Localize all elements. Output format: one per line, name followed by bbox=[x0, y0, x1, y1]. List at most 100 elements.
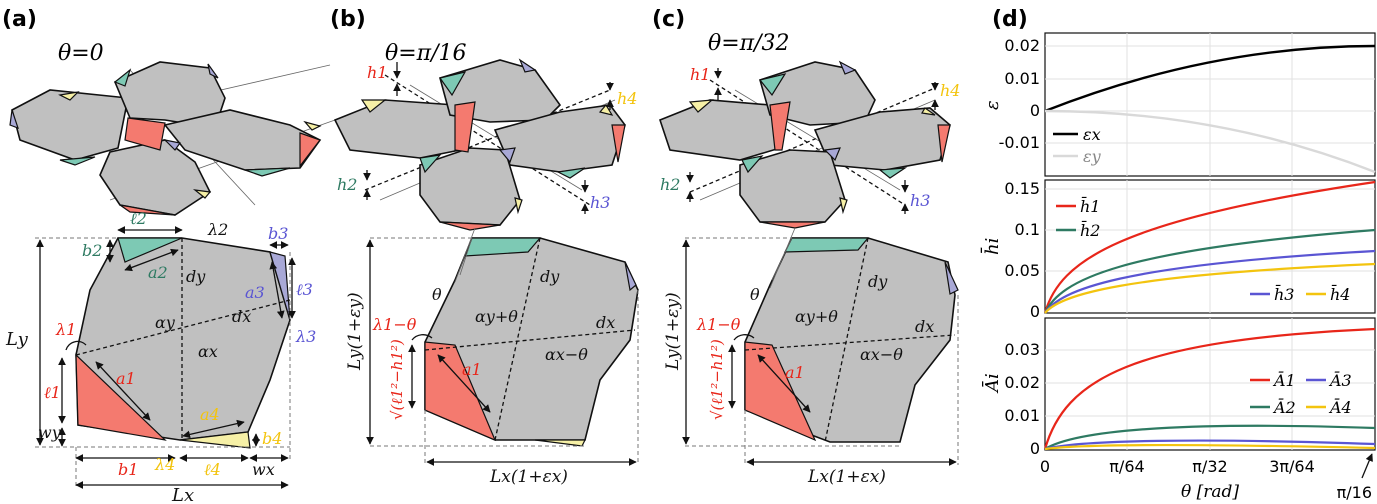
plot-epsilon: 0.02 0.01 0 -0.01 ε εx εy bbox=[982, 32, 1376, 177]
xlabel: θ [rad] bbox=[1181, 482, 1239, 502]
curve-A4 bbox=[1044, 444, 1376, 451]
ylabel-mid: h̄i bbox=[979, 238, 1003, 255]
ylabel-top: ε bbox=[982, 100, 1003, 110]
ytick-bot-3: 0 bbox=[1030, 439, 1040, 458]
curve-h2 bbox=[1043, 228, 1376, 314]
xtick-4: π/16 bbox=[1337, 483, 1372, 502]
ytick-top-0: 0.02 bbox=[1004, 36, 1040, 55]
curve-eps-x bbox=[1044, 44, 1376, 113]
label-b-h1: h1 bbox=[367, 63, 387, 82]
label-c-theta: θ bbox=[750, 285, 760, 304]
label-c-sqrt: √(ℓ1²−h1²) bbox=[708, 339, 726, 420]
legend-h4: h̄4 bbox=[1330, 283, 1350, 304]
xtick-3: 3π/64 bbox=[1269, 457, 1315, 476]
ytick-bot-2: 0.01 bbox=[1004, 406, 1040, 425]
label-b-lambda1-theta: λ1−θ bbox=[372, 315, 417, 334]
label-l2: ℓ2 bbox=[130, 209, 147, 228]
label-lambda4: λ4 bbox=[154, 455, 175, 474]
ytick-top-1: 0.01 bbox=[1004, 69, 1040, 88]
label-c-h4: h4 bbox=[940, 81, 960, 100]
label-b4: b4 bbox=[262, 429, 282, 448]
label-b-h3: h3 bbox=[590, 193, 610, 212]
label-c-lambda1-theta: λ1−θ bbox=[696, 315, 741, 334]
label-wx: wx bbox=[252, 460, 275, 479]
xtick-2: π/32 bbox=[1192, 457, 1227, 476]
curve-A1 bbox=[1043, 327, 1376, 450]
ytick-mid-2: 0.05 bbox=[1004, 261, 1040, 280]
label-Ly: Ly bbox=[5, 329, 29, 350]
label-c-h3: h3 bbox=[910, 191, 930, 210]
label-c-h2: h2 bbox=[660, 175, 680, 194]
label-l3: ℓ3 bbox=[296, 280, 313, 299]
label-b-a1: a1 bbox=[462, 360, 482, 379]
curve-A3 bbox=[1044, 439, 1376, 451]
label-c-Ly-eps: Ly(1+εy) bbox=[663, 292, 683, 371]
label-b-alpha-y-theta: αy+θ bbox=[475, 307, 518, 326]
label-Lx: Lx bbox=[171, 485, 194, 504]
panel-c-tag: (c) bbox=[652, 7, 685, 32]
legend-A1: Ā1 bbox=[1272, 370, 1296, 390]
panel-d: (d) 0.02 0.01 0 -0.01 ε εx εy bbox=[979, 7, 1376, 502]
label-b-h4: h4 bbox=[617, 89, 637, 108]
panel-a: (a) θ=0 bbox=[2, 7, 336, 504]
label-c-dy: dy bbox=[868, 272, 888, 291]
label-b-sqrt: √(ℓ1²−h1²) bbox=[388, 339, 406, 420]
label-b-dx: dx bbox=[596, 313, 615, 332]
label-alpha-x: αx bbox=[198, 342, 218, 361]
panel-b: (b) θ=π/16 bbox=[330, 7, 639, 487]
label-b3: b3 bbox=[268, 224, 288, 243]
xtick-0: 0 bbox=[1040, 457, 1050, 476]
panel-c-theta: θ=π/32 bbox=[708, 31, 790, 56]
label-a2: a2 bbox=[148, 263, 168, 282]
tiling-b bbox=[333, 58, 626, 231]
label-lambda3: λ3 bbox=[295, 327, 316, 346]
label-lambda1: λ1 bbox=[55, 320, 76, 339]
curve-h1 bbox=[1043, 180, 1376, 314]
plot-A: 0.03 0.02 0.01 0 Āi Ā1 Ā3 Ā2 Ā4 bbox=[980, 317, 1376, 458]
label-dy: dy bbox=[186, 267, 206, 286]
legend-h3: h̄3 bbox=[1274, 283, 1294, 304]
legend-eps-y: εy bbox=[1083, 147, 1102, 166]
ylabel-bot: Āi bbox=[980, 373, 1003, 394]
xtick-1: π/64 bbox=[1109, 457, 1144, 476]
ytick-mid-1: 0.1 bbox=[1015, 220, 1040, 239]
ytick-bot-1: 0.02 bbox=[1004, 373, 1040, 392]
label-c-h1: h1 bbox=[690, 65, 710, 84]
tile-a-main bbox=[35, 226, 296, 489]
legend-A2: Ā2 bbox=[1272, 397, 1296, 417]
legend-A4: Ā4 bbox=[1328, 397, 1352, 417]
label-b-Lx-eps: Lx(1+εx) bbox=[489, 467, 568, 487]
ytick-mid-3: 0 bbox=[1030, 302, 1040, 321]
legend-h2: h̄2 bbox=[1080, 219, 1100, 240]
tile-a-right bbox=[163, 109, 322, 171]
label-c-Lx-eps: Lx(1+εx) bbox=[807, 467, 886, 487]
curve-eps-y bbox=[1044, 109, 1376, 174]
panel-b-tag: (b) bbox=[330, 7, 366, 32]
panel-a-theta: θ=0 bbox=[58, 41, 104, 66]
panel-c: (c) θ=π/32 bbox=[652, 7, 960, 487]
label-c-alpha-x-theta: αx−θ bbox=[860, 345, 903, 364]
label-alpha-y: αy bbox=[155, 313, 176, 332]
ytick-top-2: 0 bbox=[1030, 101, 1040, 120]
panel-b-theta: θ=π/16 bbox=[385, 41, 467, 66]
label-b-alpha-x-theta: αx−θ bbox=[545, 345, 588, 364]
tiling-c bbox=[659, 60, 951, 229]
label-dx: dx bbox=[232, 307, 251, 326]
label-c-alpha-y-theta: αy+θ bbox=[795, 307, 838, 326]
curve-h3 bbox=[1044, 249, 1376, 314]
label-b-h2: h2 bbox=[337, 175, 357, 194]
ytick-mid-0: 0.15 bbox=[1004, 179, 1040, 198]
label-l4: ℓ4 bbox=[204, 460, 221, 479]
label-a1: a1 bbox=[116, 369, 136, 388]
label-c-dx: dx bbox=[915, 317, 934, 336]
tile-a-left bbox=[11, 89, 129, 161]
label-wy: wy bbox=[38, 423, 62, 442]
curve-A2 bbox=[1044, 424, 1376, 450]
label-a4: a4 bbox=[200, 405, 220, 424]
label-b-theta: θ bbox=[432, 285, 442, 304]
tile-c-main bbox=[682, 227, 959, 466]
curve-h4 bbox=[1044, 262, 1376, 314]
panel-a-tag: (a) bbox=[2, 7, 37, 32]
label-a3: a3 bbox=[245, 283, 265, 302]
